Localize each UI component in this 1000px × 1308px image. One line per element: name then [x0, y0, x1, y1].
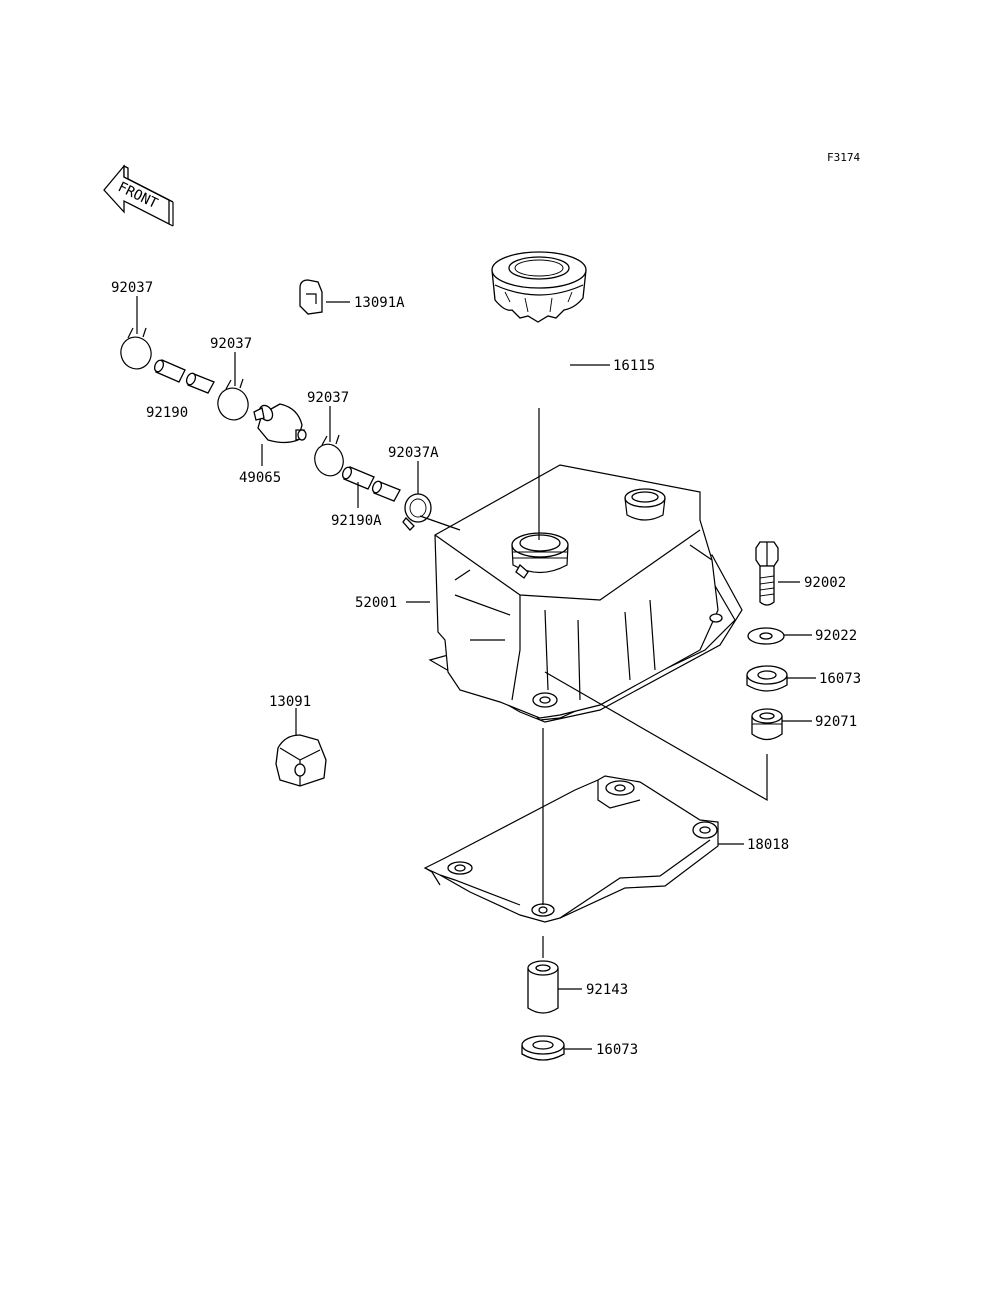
part-label: 16115	[613, 358, 655, 374]
damper-13091	[275, 734, 327, 787]
part-label: 92143	[586, 982, 628, 998]
hose-clamp	[314, 434, 344, 477]
mounting-plate	[423, 775, 719, 923]
part-label: 49065	[239, 470, 281, 486]
bracket-13091a	[299, 279, 323, 315]
collar-rubber	[751, 708, 783, 741]
washer	[747, 627, 785, 645]
part-labels: 92037 13091A 92037 16115 92190 92037 920…	[111, 280, 861, 1058]
part-label: 92037	[111, 280, 153, 296]
part-label: 13091A	[354, 295, 405, 311]
hose-clamp-a	[402, 493, 461, 531]
part-label: 16073	[596, 1042, 638, 1058]
part-label: 52001	[355, 595, 397, 611]
grommet	[521, 1035, 565, 1061]
part-label: 92022	[815, 628, 857, 644]
collar	[527, 960, 559, 1014]
part-label: 18018	[747, 837, 789, 853]
part-label: 92190	[146, 405, 188, 421]
fuel-hose	[153, 359, 215, 394]
part-label: 92002	[804, 575, 846, 591]
part-label: 92037	[210, 336, 252, 352]
grommet	[746, 665, 788, 692]
front-arrow-icon: FRONT	[103, 164, 174, 227]
hose-clamp	[217, 378, 249, 421]
bolt	[755, 541, 779, 606]
hose-clamp	[120, 327, 152, 370]
fuel-filter	[253, 403, 307, 444]
leader-lines	[136, 296, 816, 1050]
part-label: 13091	[269, 694, 311, 710]
fuel-cap	[491, 251, 587, 323]
part-label: 92037A	[388, 445, 439, 461]
part-label: 92037	[307, 390, 349, 406]
part-label: 16073	[819, 671, 861, 687]
part-label: 92071	[815, 714, 857, 730]
fuel-tank	[428, 464, 743, 723]
fuel-hose	[341, 466, 401, 502]
part-label: 92190A	[331, 513, 382, 529]
figure-reference: F3174	[827, 151, 860, 164]
